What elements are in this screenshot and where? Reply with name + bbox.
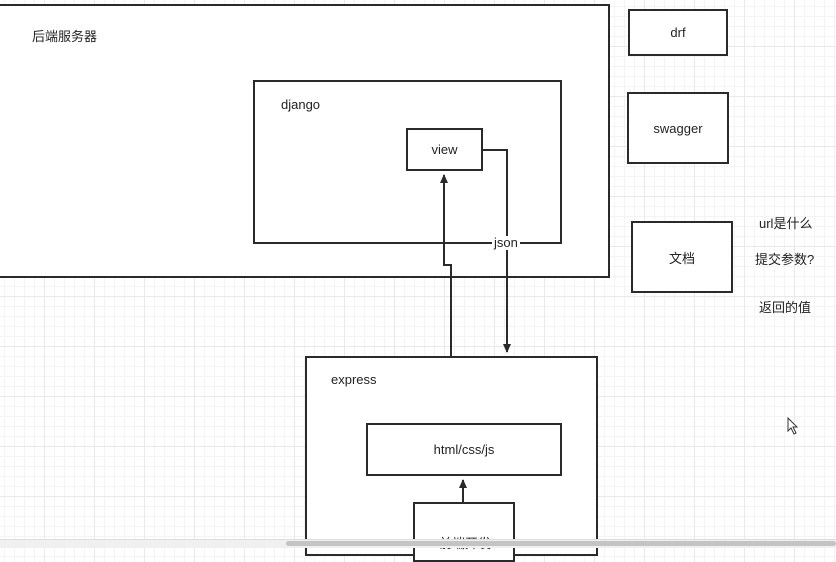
html-css-js-label: html/css/js bbox=[433, 442, 495, 457]
mouse-cursor-icon bbox=[787, 417, 799, 435]
html-css-js-node[interactable]: html/css/js bbox=[366, 423, 562, 476]
swagger-node[interactable]: swagger bbox=[627, 92, 729, 164]
view-label: view bbox=[431, 142, 458, 157]
view-node[interactable]: view bbox=[406, 128, 483, 171]
note-return: 返回的值 bbox=[759, 300, 812, 315]
note-url: url是什么 bbox=[759, 216, 813, 231]
frontend-dev-node[interactable]: 前端开发 bbox=[413, 502, 515, 562]
docs-node[interactable]: 文档 bbox=[631, 221, 733, 293]
drf-label: drf bbox=[670, 25, 686, 40]
docs-label: 文档 bbox=[668, 250, 695, 266]
note-params: 提交参数? bbox=[755, 252, 815, 267]
drf-node[interactable]: drf bbox=[628, 9, 728, 56]
django-label: django bbox=[281, 97, 321, 112]
swagger-label: swagger bbox=[653, 120, 703, 136]
horizontal-scrollbar-thumb[interactable] bbox=[286, 541, 836, 546]
backend-server-label: 后端服务器 bbox=[32, 29, 98, 44]
json-edge-label: json bbox=[492, 235, 520, 250]
express-label: express bbox=[331, 372, 377, 387]
horizontal-scrollbar[interactable] bbox=[0, 539, 836, 548]
